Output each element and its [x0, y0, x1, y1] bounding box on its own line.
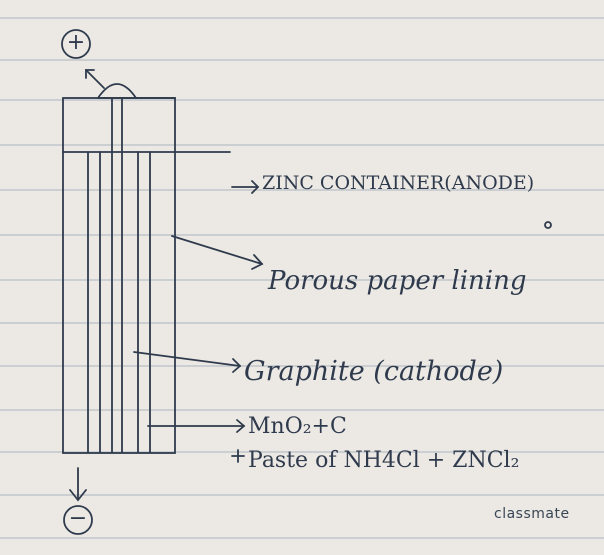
classmate-brand-text: classmate — [494, 506, 570, 522]
negative-lead-arrowhead — [69, 489, 87, 502]
label-porous-paper-lining: Porous paper lining — [268, 266, 527, 296]
pointer-graphite-head — [232, 358, 242, 373]
positive-lead-arrowhead — [85, 69, 95, 79]
label-mno2-carbon: MnO₂+C — [248, 414, 347, 439]
pointer-graphite — [133, 351, 241, 367]
label-zinc-container: ZINC CONTAINER(ANODE) — [262, 172, 535, 194]
positive-terminal-symbol: + — [66, 30, 86, 55]
pointer-paper-head — [251, 254, 264, 270]
pointer-paper — [171, 235, 263, 265]
positive-lead — [85, 69, 105, 89]
pointer-mno2-head — [236, 419, 246, 433]
label-paste: Paste of NH4Cl + ZNCl₂ — [248, 448, 520, 473]
label-graphite-cathode: Graphite (cathode) — [244, 356, 504, 387]
negative-terminal-symbol: − — [68, 506, 88, 531]
pointer-zinc-head — [251, 180, 260, 194]
graphite-cap — [97, 83, 137, 99]
dry-cell-diagram — [61, 29, 552, 535]
positive-terminal-circle — [61, 29, 91, 59]
annotation-dot — [544, 221, 552, 229]
negative-terminal-circle — [63, 505, 93, 535]
